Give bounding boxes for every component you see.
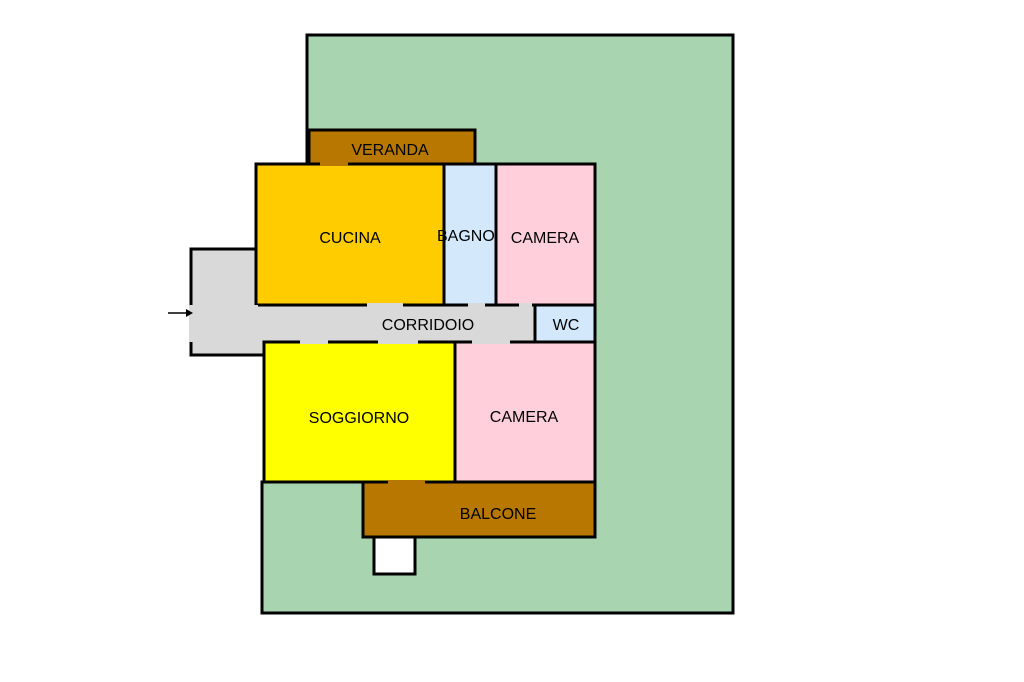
label-cucina: CUCINA [319,230,381,247]
soggiorno [262,340,457,484]
entrance-arrow [168,309,193,317]
label-camera-bottom: CAMERA [490,409,559,426]
label-wc: WC [553,317,580,334]
label-balcone: BALCONE [460,506,536,523]
door-openings [189,162,532,484]
label-camera-top: CAMERA [511,230,580,247]
arrow-head [186,309,193,317]
cucina [254,162,446,307]
stair-landing [372,535,417,576]
balcone [361,480,597,539]
camera-bottom [453,340,597,484]
label-corridoio: CORRIDOIO [382,317,474,334]
label-bagno: BAGNO [437,228,495,245]
label-soggiorno: SOGGIORNO [309,410,409,427]
label-veranda: VERANDA [351,142,429,159]
wc [533,303,597,344]
